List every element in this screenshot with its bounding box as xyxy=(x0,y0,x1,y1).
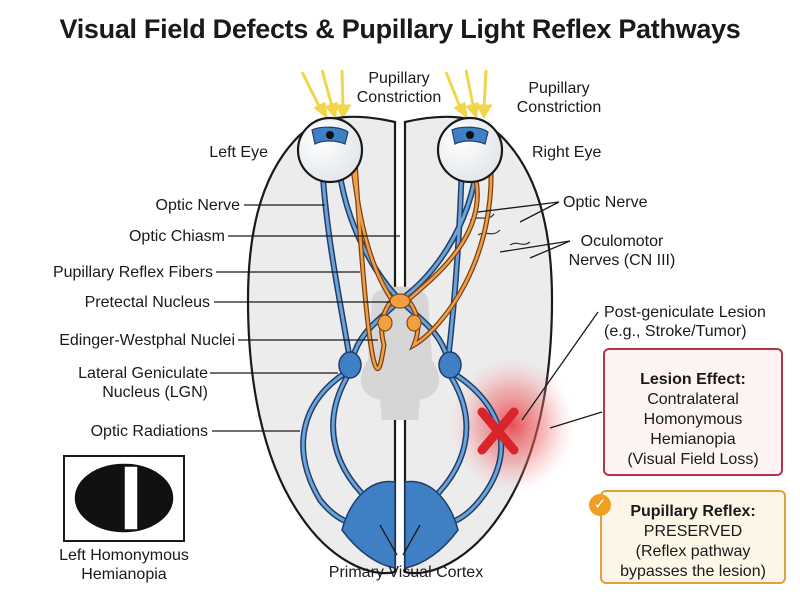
lesion-effect-heading: Lesion Effect: xyxy=(640,371,746,388)
optic-nerve-left-label: Optic Nerve xyxy=(155,197,240,214)
primary-visual-cortex-label: Primary Visual Cortex xyxy=(328,564,484,581)
visual-cortex-left xyxy=(341,480,396,569)
visual-field-icon xyxy=(63,455,185,542)
edinger-westphal-label: Edinger-Westphal Nuclei xyxy=(59,332,235,349)
post-geniculate-lesion-label: Post-geniculate Lesion(e.g., Stroke/Tumo… xyxy=(604,304,766,340)
optic-chiasm-label: Optic Chiasm xyxy=(128,228,225,245)
optic-radiations-label: Optic Radiations xyxy=(90,423,208,440)
pretectal-nucleus-label: Pretectal Nucleus xyxy=(84,294,210,311)
lgn-node-left xyxy=(338,351,362,379)
pupillary-reflex-heading: Pupillary Reflex: xyxy=(630,503,756,520)
left-eye-label: Left Eye xyxy=(209,144,268,161)
left-eye-graphic xyxy=(296,116,364,184)
lesion-x-icon xyxy=(477,407,519,455)
leader-lines xyxy=(210,201,603,556)
pupillary-reflex-fibers-label: Pupillary Reflex Fibers xyxy=(52,264,213,281)
pupillary-reflex-box: Pupillary Reflex: PRESERVED (Reflex path… xyxy=(600,490,786,584)
check-icon: ✓ xyxy=(589,494,611,516)
optic-nerve-right-label: Optic Nerve xyxy=(563,194,648,211)
light-rays-left xyxy=(300,69,352,120)
right-eye-graphic xyxy=(436,116,504,184)
right-eye-label: Right Eye xyxy=(532,144,602,161)
visual-cortex-right xyxy=(404,480,459,569)
edinger-westphal-node-left xyxy=(377,314,393,332)
page-title: Visual Field Defects & Pupillary Light R… xyxy=(59,14,741,44)
edinger-westphal-node-right xyxy=(406,314,422,332)
pretectal-nucleus-node xyxy=(389,293,411,309)
light-rays-right xyxy=(444,69,493,120)
lesion-effect-box: Lesion Effect: Contralateral Homonymous … xyxy=(603,348,783,476)
lgn-node-right xyxy=(438,351,462,379)
